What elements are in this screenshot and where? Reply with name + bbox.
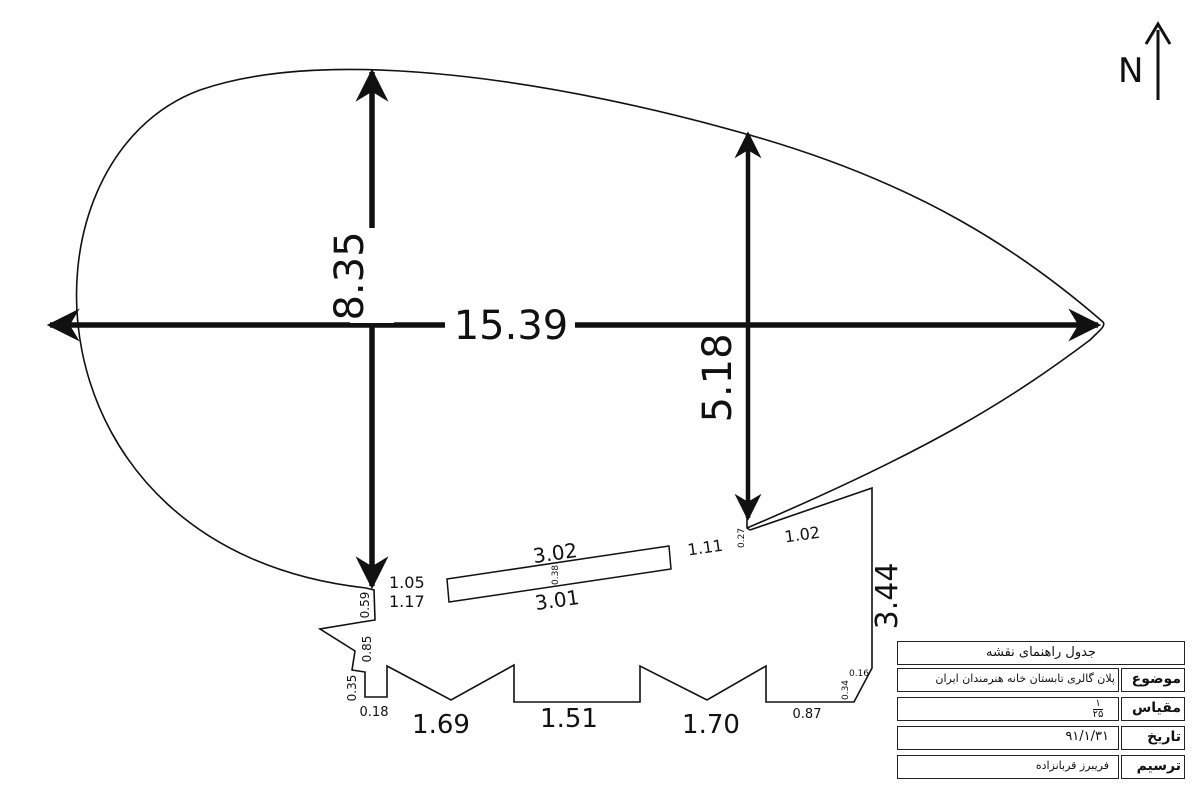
legend-date-value: ۹۱/۱/۳۱ — [1065, 729, 1109, 744]
legend-scale-fraction: ۱ ۲۵ — [1088, 699, 1108, 720]
dim-1-51: 1.51 — [540, 704, 598, 734]
dim-0-85: 0.85 — [360, 636, 374, 663]
dim-1-17: 1.17 — [389, 592, 425, 611]
dim-0-16: 0.16 — [849, 669, 869, 679]
dim-1-70: 1.70 — [682, 710, 740, 740]
overall-length-label: 15.39 — [454, 303, 569, 349]
legend-drawn-label: ترسیم — [1136, 758, 1181, 774]
legend-scale-label-box — [1121, 697, 1185, 721]
legend-date-label: تاریخ — [1147, 729, 1181, 745]
legend-drawn-label-box — [1121, 755, 1185, 779]
legend-date-label-box — [1121, 726, 1185, 750]
north-arrow-icon — [1144, 21, 1172, 100]
legend-scale-value-box — [897, 697, 1119, 721]
teardrop-outline — [75, 68, 1105, 589]
dim-0-34: 0.34 — [841, 680, 851, 700]
legend-subject-label-box — [1121, 668, 1185, 692]
scale-numerator: ۱ — [1093, 698, 1103, 710]
legend-date-value-box — [897, 726, 1119, 750]
legend-drawn-value: فریبرز قربانزاده — [1035, 759, 1109, 772]
legend-title: جدول راهنمای نقشه — [986, 645, 1096, 660]
legend-drawn-value-box — [897, 755, 1119, 779]
legend-subject-value-box — [897, 668, 1119, 692]
west-depth-label: 8.35 — [327, 231, 373, 320]
dim-0-35: 0.35 — [345, 675, 359, 702]
dim-1-02: 1.02 — [783, 523, 821, 547]
legend-subject-value: پلان گالری تابستان خانه هنرمندان ایران — [935, 672, 1115, 685]
dim-panel-bottom: 3.01 — [533, 585, 580, 615]
building-outline — [317, 486, 873, 703]
legend-scale-label: مقیاس — [1131, 700, 1181, 716]
legend-subject-label: موضوع — [1131, 671, 1181, 687]
legend-title-box — [897, 641, 1185, 665]
dim-0-87: 0.87 — [793, 707, 822, 722]
dim-1-11: 1.11 — [686, 536, 724, 560]
dim-1-69: 1.69 — [412, 710, 470, 740]
dim-0-27: 0.27 — [737, 528, 747, 548]
scale-denominator: ۲۵ — [1092, 709, 1104, 720]
dim-panel-width: 0.38 — [551, 565, 561, 585]
wall-panel — [446, 545, 672, 603]
north-label: N — [1118, 51, 1143, 91]
dim-0-18: 0.18 — [360, 705, 389, 720]
east-depth-label: 5.18 — [695, 333, 741, 422]
dim-0-59: 0.59 — [358, 592, 372, 619]
dim-3-44: 3.44 — [870, 563, 905, 630]
dim-1-05: 1.05 — [389, 573, 425, 592]
